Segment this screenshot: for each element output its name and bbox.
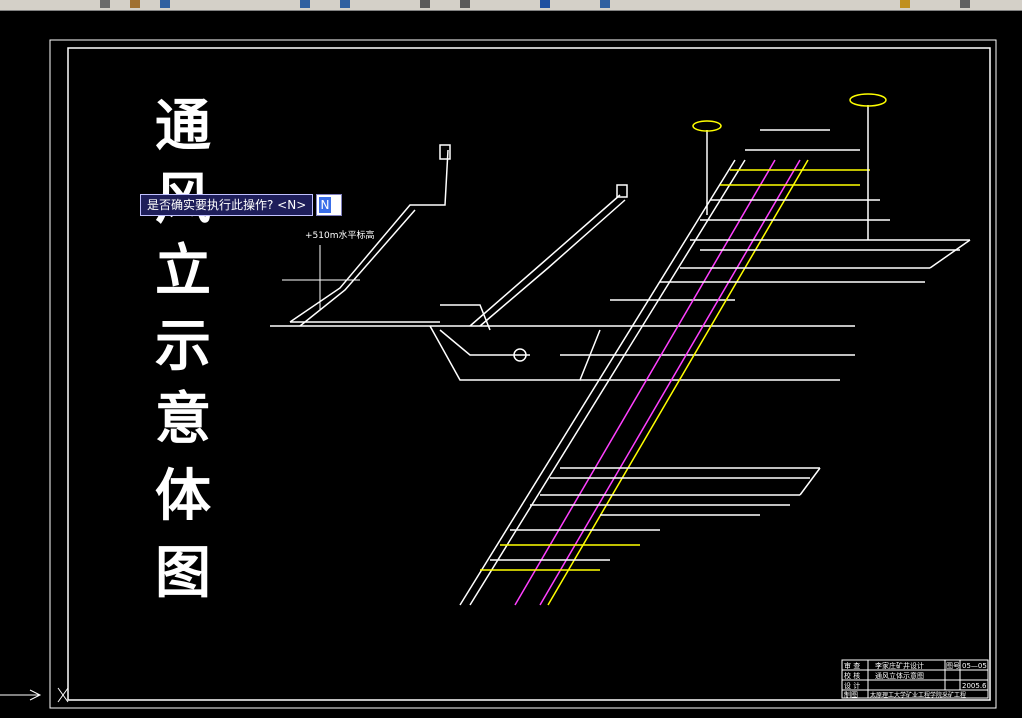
svg-text:李家庄矿井设计: 李家庄矿井设计 xyxy=(875,661,924,670)
confirm-prompt: 是否确实要执行此操作? <N> xyxy=(140,194,314,216)
toolbar-icon[interactable] xyxy=(900,0,910,8)
title-char: 示 xyxy=(155,313,211,379)
toolbar-icon[interactable] xyxy=(540,0,550,8)
svg-text:图号: 图号 xyxy=(946,662,960,670)
elevation-label: +510m水平标高 xyxy=(305,229,375,241)
ucs-icon xyxy=(0,687,69,703)
svg-text:2005.6: 2005.6 xyxy=(962,682,987,690)
svg-text:太原理工大学矿业工程学院采矿工程: 太原理工大学矿业工程学院采矿工程 xyxy=(870,691,966,699)
toolbar-icon[interactable] xyxy=(130,0,140,8)
title-block-text: 审 查 李家庄矿井设计 图号 05—05 校 核 通风立体示意图 设 计 200… xyxy=(844,661,987,699)
svg-text:审 查: 审 查 xyxy=(844,661,860,670)
svg-text:通风立体示意图: 通风立体示意图 xyxy=(875,671,924,680)
drawing-title: 通 风 立 示 意 体 图 xyxy=(155,93,211,606)
title-char: 通 xyxy=(155,93,211,159)
title-char: 体 xyxy=(155,463,211,529)
drawing-canvas[interactable] xyxy=(0,11,1022,718)
prompt-input[interactable]: N xyxy=(316,194,342,216)
ventilation-schematic xyxy=(270,93,971,606)
toolbar-icon[interactable] xyxy=(460,0,470,8)
toolbar-icon[interactable] xyxy=(420,0,430,8)
toolbar-icon[interactable] xyxy=(340,0,350,8)
toolbar-icon[interactable] xyxy=(960,0,970,8)
svg-text:设 计: 设 计 xyxy=(844,681,860,690)
title-char: 立 xyxy=(155,238,211,304)
svg-text:05—05: 05—05 xyxy=(962,662,987,670)
title-block xyxy=(841,659,989,699)
toolbar-icon[interactable] xyxy=(300,0,310,8)
toolbar-icon[interactable] xyxy=(160,0,170,8)
toolbar-icon[interactable] xyxy=(100,0,110,8)
toolbar-icon[interactable] xyxy=(600,0,610,8)
title-char: 图 xyxy=(155,540,211,606)
inner-frame xyxy=(67,47,991,701)
svg-text:校 核: 校 核 xyxy=(844,671,860,680)
toolbar xyxy=(0,0,1022,11)
prompt-input-value[interactable]: N xyxy=(319,197,331,213)
title-char: 意 xyxy=(155,386,211,452)
svg-text:制图: 制图 xyxy=(844,690,858,699)
outer-frame xyxy=(49,39,997,709)
